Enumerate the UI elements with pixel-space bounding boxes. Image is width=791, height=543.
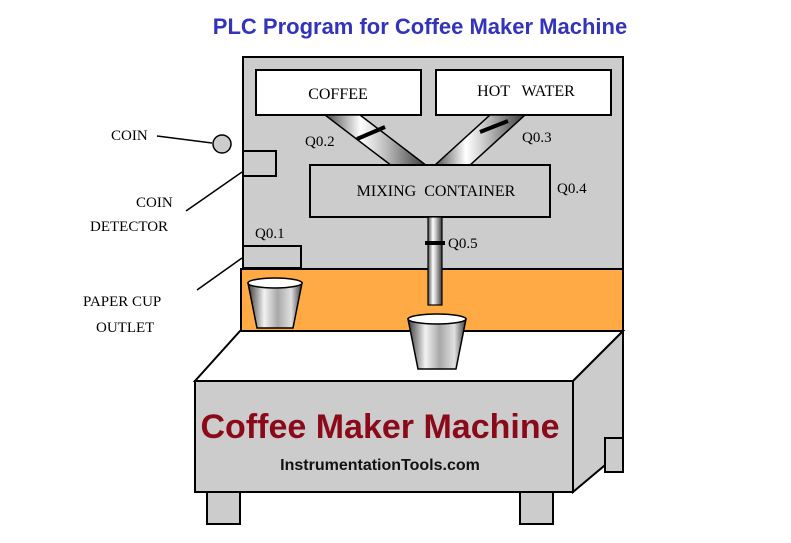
outlet-cup	[247, 282, 303, 329]
coffee-valve-band	[356, 125, 386, 141]
machine-name: Coffee Maker Machine	[201, 408, 560, 446]
dispensing-cup	[407, 318, 467, 370]
callout-paper-cup-1: PAPER CUP	[83, 294, 161, 310]
outlet-cup-rim	[247, 277, 303, 289]
mixing-container	[309, 164, 551, 218]
valve-label-q03: Q0.3	[522, 130, 552, 146]
coin-icon	[212, 134, 232, 154]
dispensing-cup-rim	[407, 313, 467, 325]
valve-label-q01: Q0.1	[255, 226, 285, 242]
dispense-pipe	[427, 216, 443, 306]
callout-coin-leader	[156, 135, 213, 144]
website-label: InstrumentationTools.com	[280, 457, 480, 474]
hot-water-container	[435, 69, 612, 116]
callout-paper-cup-2: OUTLET	[96, 320, 154, 336]
valve-label-q04: Q0.4	[557, 181, 587, 197]
callout-paper-cup-leader	[196, 257, 243, 291]
machine-counter-top	[192, 330, 626, 382]
paper-cup-outlet	[242, 245, 302, 269]
machine-front-face	[194, 380, 574, 493]
page-title: PLC Program for Coffee Maker Machine	[213, 14, 627, 39]
callout-coin-detector-2: DETECTOR	[90, 219, 168, 235]
machine-leg-back	[604, 437, 624, 473]
mixing-container-label: MIXING CONTAINER	[357, 183, 516, 200]
hot-water-container-label: HOT WATER	[477, 83, 575, 100]
machine-leg-left	[206, 491, 241, 525]
coffee-container-label: COFFEE	[308, 86, 368, 103]
valve-label-q05: Q0.5	[448, 236, 478, 252]
callout-coin-detector-1: COIN	[136, 195, 173, 211]
valve-label-q02: Q0.2	[305, 134, 335, 150]
callout-coin-detector-leader	[185, 171, 243, 212]
machine-leg-right	[519, 491, 554, 525]
callout-coin: COIN	[111, 128, 148, 144]
water-valve-band	[479, 119, 509, 134]
coin-detector	[242, 150, 277, 177]
